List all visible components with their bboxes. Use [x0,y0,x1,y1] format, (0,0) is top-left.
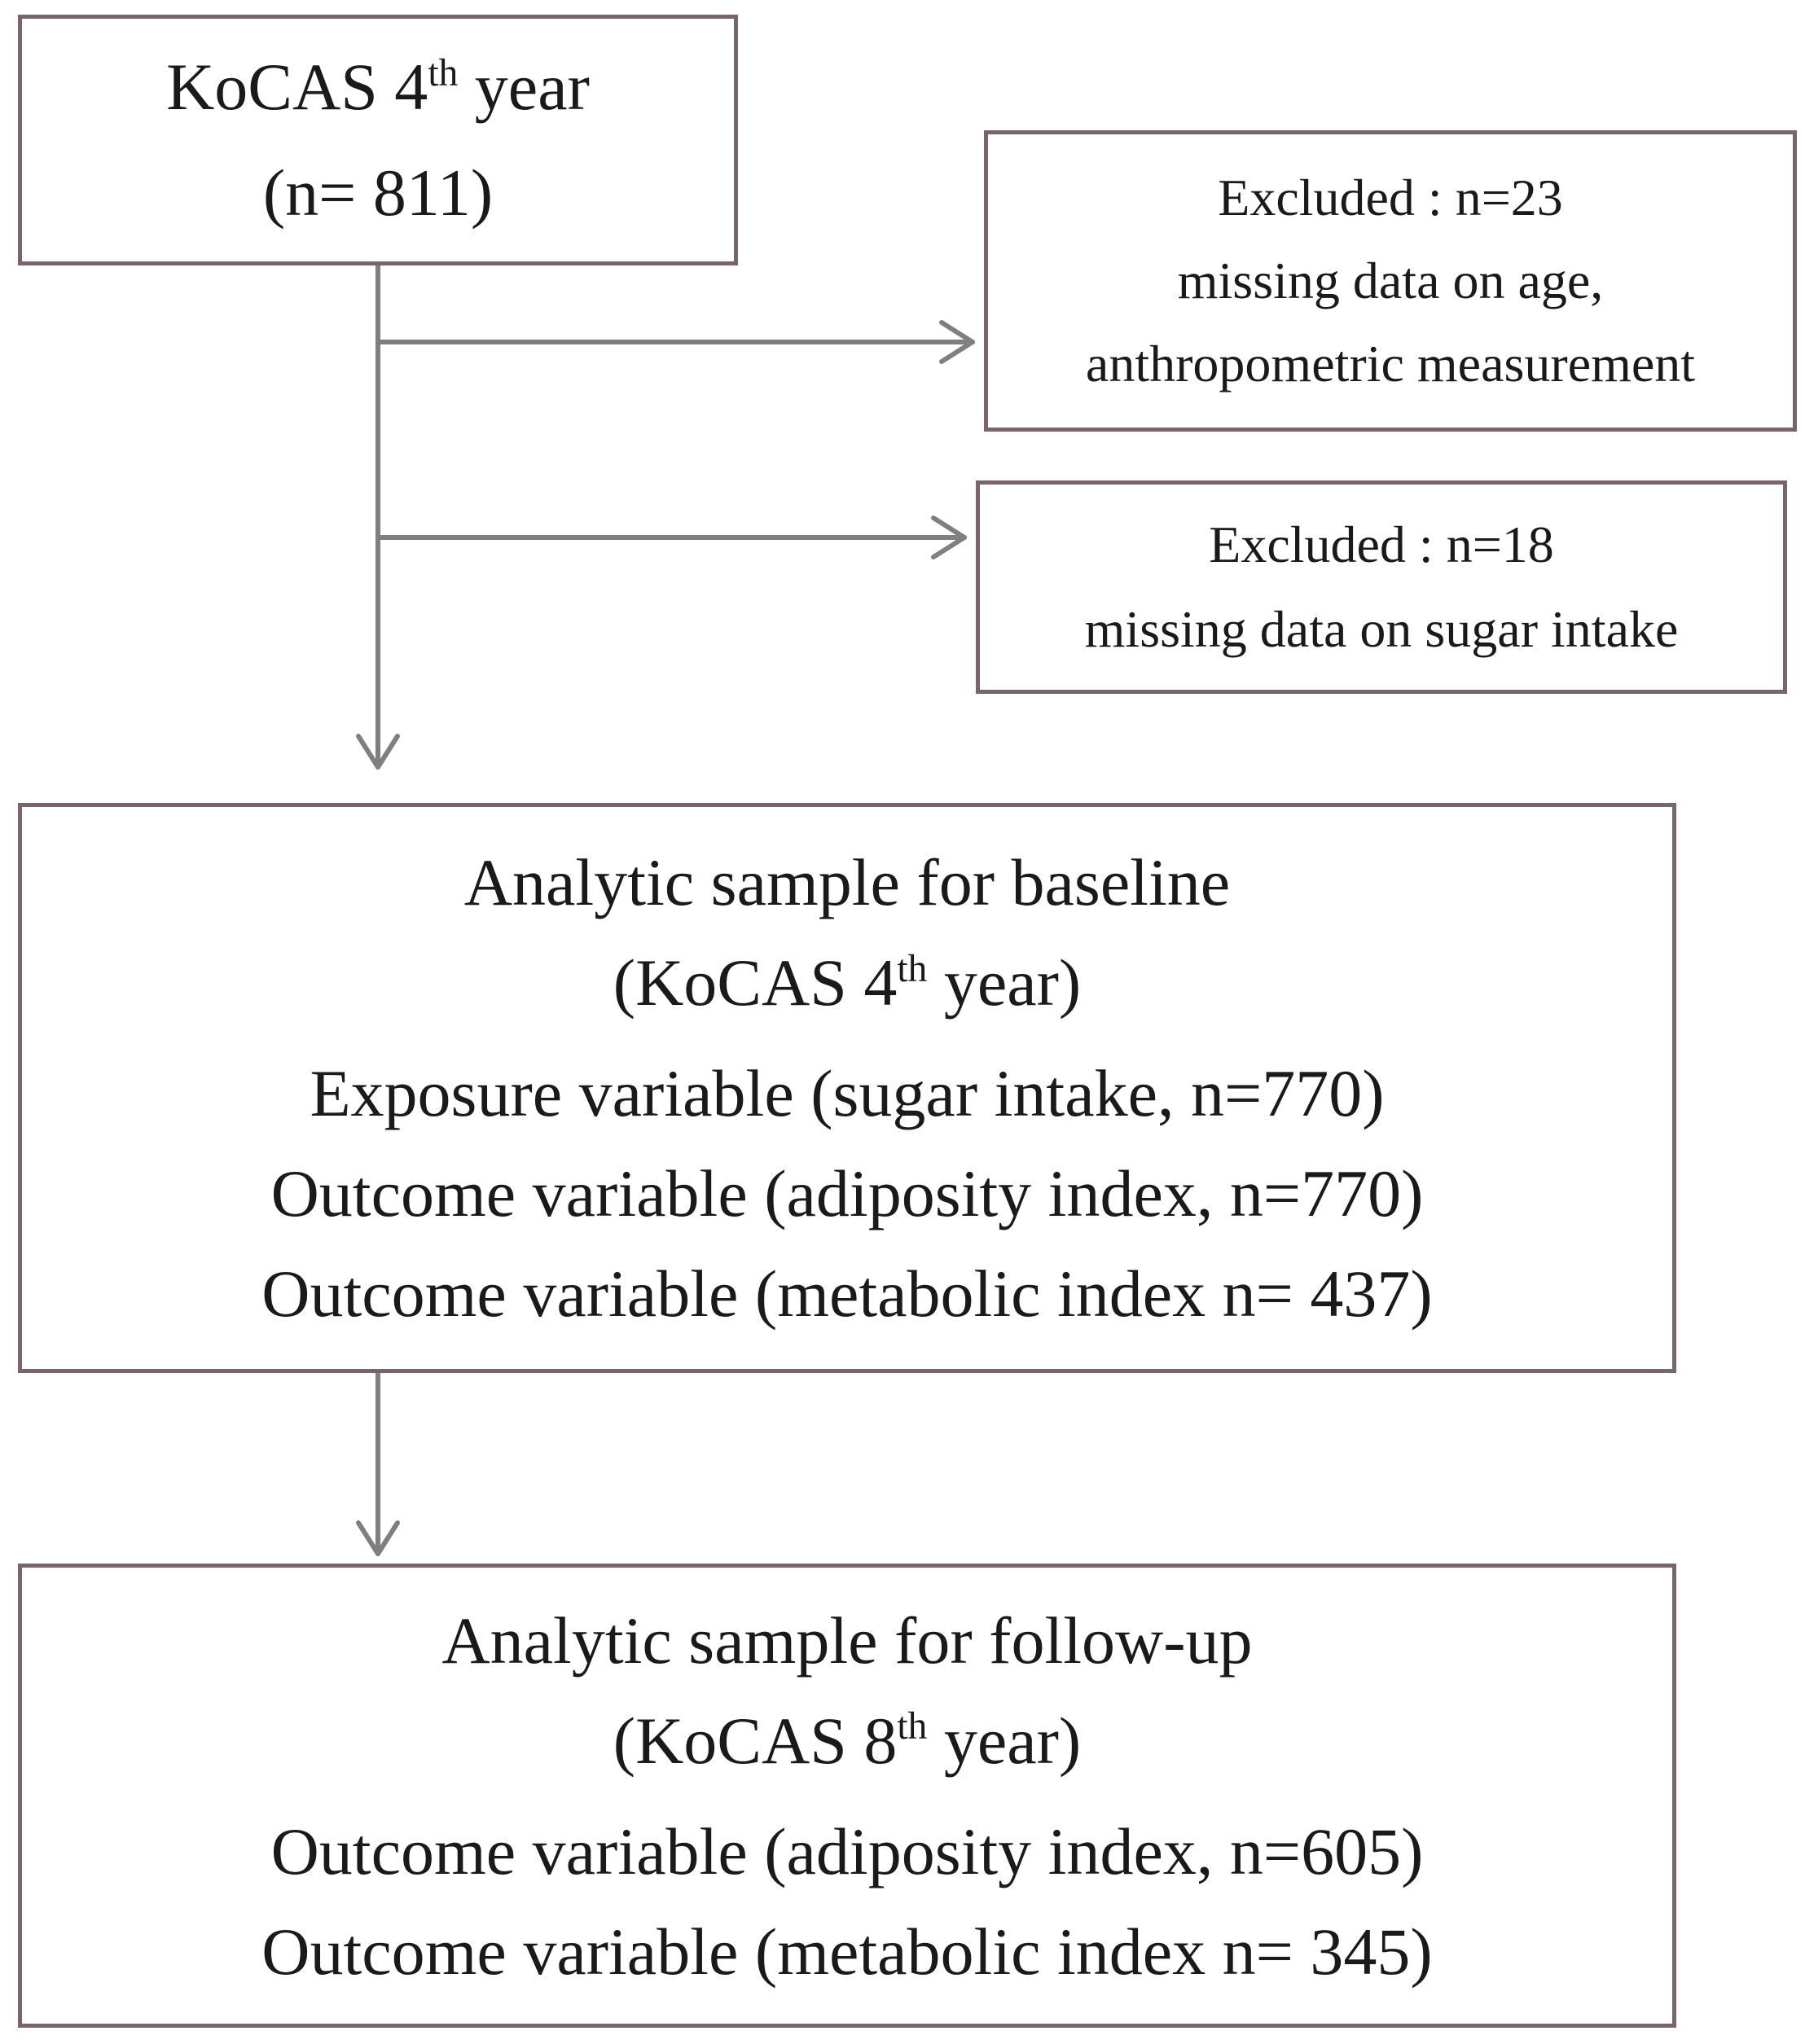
baseline-ordinal-suffix: th [897,947,928,990]
excluded-2-reason: missing data on sugar intake [1084,600,1679,658]
excluded-box-2: Excluded : n=18 missing data on sugar in… [976,480,1787,694]
baseline-outcome-metabolic: Outcome variable (metabolic index n= 437… [261,1257,1433,1331]
followup-outcome-metabolic: Outcome variable (metabolic index n= 345… [261,1914,1433,1989]
baseline-wave: (KoCAS 4th year) [613,945,1082,1020]
arrowhead-to-followup [356,1520,400,1556]
baseline-sample-box: Analytic sample for baseline (KoCAS 4th … [18,803,1676,1373]
start-ordinal-suffix: th [428,51,459,94]
followup-sample-box: Analytic sample for follow-up (KoCAS 8th… [18,1564,1676,2028]
start-cohort-label: KoCAS 4th year [166,50,590,124]
excluded-box-1: Excluded : n=23 missing data on age, ant… [984,130,1797,432]
followup-ordinal-suffix: th [897,1705,928,1748]
baseline-outcome-adiposity: Outcome variable (adiposity index, n=770… [270,1156,1424,1230]
followup-outcome-adiposity: Outcome variable (adiposity index, n=605… [270,1814,1424,1888]
arrowhead-to-baseline [356,734,400,770]
excluded-2-count: Excluded : n=18 [1209,515,1554,573]
baseline-title: Analytic sample for baseline [463,845,1231,919]
baseline-exposure-variable: Exposure variable (sugar intake, n=770) [310,1056,1385,1130]
start-cohort-count: (n= 811) [262,156,494,230]
followup-wave: (KoCAS 8th year) [613,1703,1082,1778]
arrowhead-to-excluded-1 [939,320,975,364]
excluded-1-reason-line-1: missing data on age, [1177,252,1604,309]
excluded-1-reason-line-2: anthropometric measurement [1085,335,1696,393]
start-cohort-box: KoCAS 4th year (n= 811) [18,15,738,265]
followup-title: Analytic sample for follow-up [441,1603,1253,1678]
arrowhead-to-excluded-2 [931,515,967,559]
excluded-1-count: Excluded : n=23 [1218,169,1563,226]
